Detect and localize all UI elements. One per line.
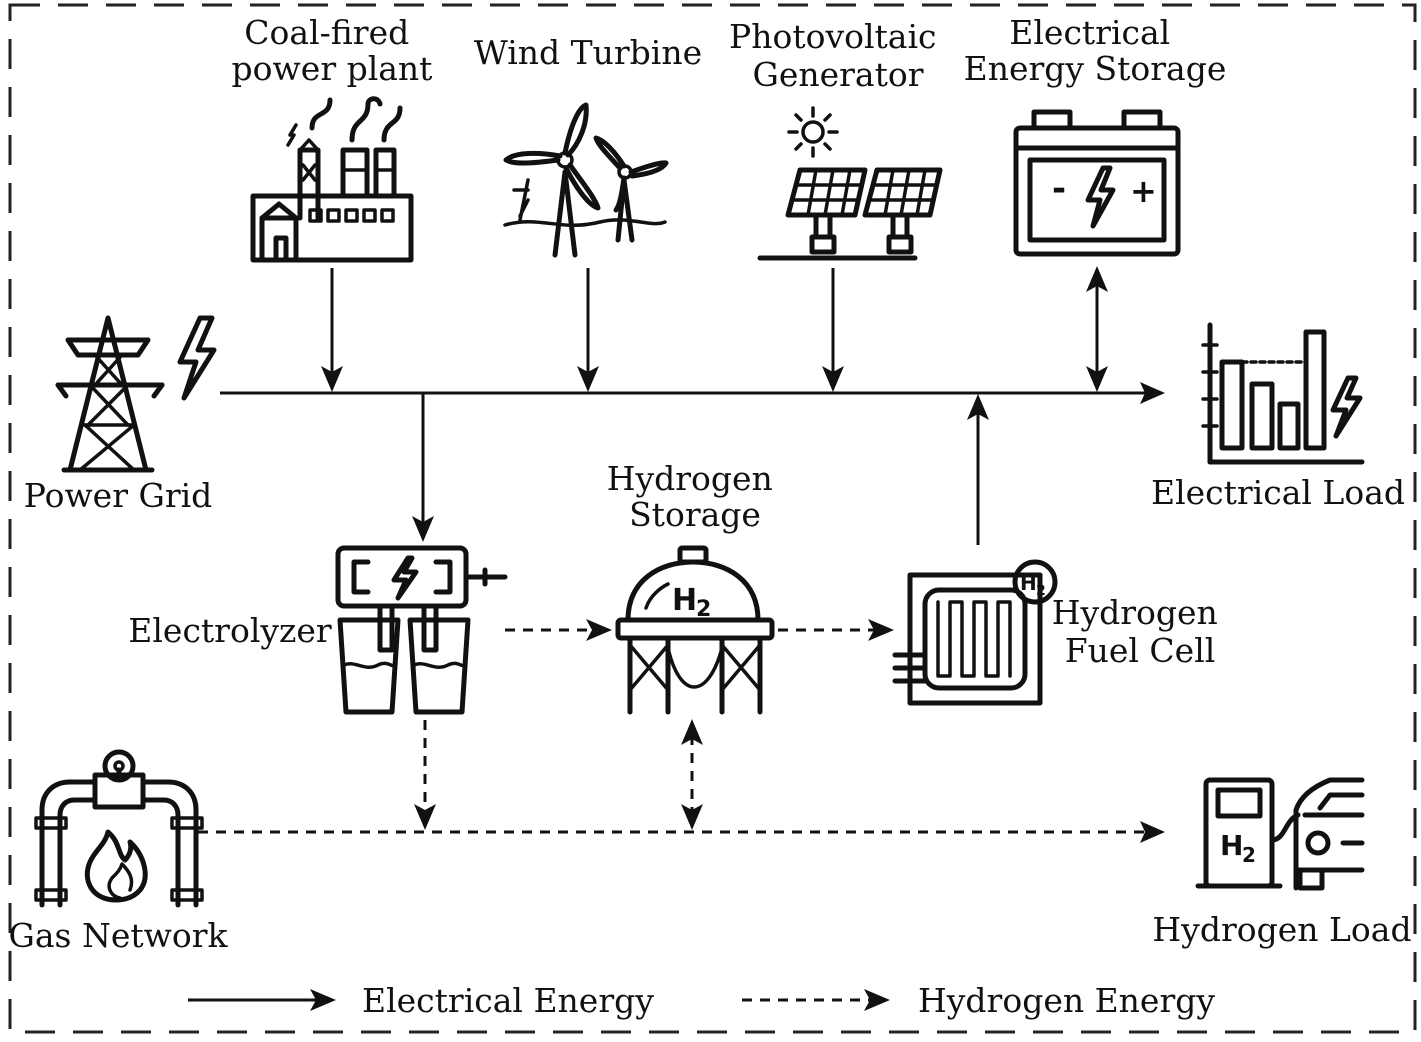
electrical-bus	[220, 382, 1165, 404]
arrow-h2storage-h2line-bidirectional	[681, 719, 703, 830]
arrow-wind-to-bus	[577, 268, 599, 392]
transmission-tower-icon	[55, 315, 217, 473]
legend-hydrogen-label: Hydrogen Energy	[918, 981, 1215, 1020]
label-electrolyzer: Electrolyzer	[128, 611, 332, 650]
legend: Electrical Energy Hydrogen Energy	[188, 981, 1215, 1020]
svg-text:H: H	[1020, 571, 1037, 595]
fuel-cell-icon: H 2	[892, 559, 1058, 706]
label-pv-generator: Photovoltaic Generator	[729, 17, 947, 94]
svg-text:-: -	[1052, 169, 1066, 209]
label-hydrogen-storage: Hydrogen Storage	[607, 459, 784, 534]
label-hydrogen-load: Hydrogen Load	[1152, 910, 1411, 949]
arrow-fuelcell-to-bus	[967, 394, 989, 545]
hydrogen-line	[198, 821, 1165, 843]
legend-hydrogen-arrow	[742, 989, 890, 1011]
coal-plant-icon	[250, 96, 414, 263]
label-coal-plant: Coal-fired power plant	[232, 13, 433, 88]
arrow-pv-to-bus	[822, 268, 844, 392]
arrow-coal-to-bus	[321, 268, 343, 392]
label-wind-turbine: Wind Turbine	[474, 33, 702, 72]
battery-icon: - +	[1013, 109, 1181, 257]
arrow-storage-bus-bidirectional	[1086, 266, 1108, 392]
svg-text:2: 2	[1036, 583, 1046, 599]
arrow-h2storage-to-fuelcell	[778, 619, 894, 641]
label-electrical-load: Electrical Load	[1151, 473, 1405, 512]
svg-text:H: H	[672, 583, 697, 618]
label-fuel-cell: Hydrogen Fuel Cell	[1052, 593, 1229, 670]
hydrogen-tank-icon: H 2	[615, 545, 775, 715]
svg-text:H: H	[1220, 829, 1243, 862]
svg-text:2: 2	[1242, 843, 1256, 867]
hydrogen-pump-icon: H 2	[1195, 777, 1365, 891]
solar-panel-icon	[757, 106, 943, 261]
label-gas-network: Gas Network	[8, 916, 228, 955]
wind-turbine-icon	[503, 102, 669, 258]
arrow-electrolyzer-to-h2storage	[505, 619, 612, 641]
label-power-grid: Power Grid	[24, 476, 213, 515]
legend-electrical-label: Electrical Energy	[362, 981, 654, 1020]
svg-text:2: 2	[696, 597, 711, 622]
diagram-frame	[8, 3, 1417, 1034]
gas-pipe-icon	[34, 749, 204, 908]
arrow-electrolyzer-to-h2line	[414, 720, 436, 830]
arrow-bus-to-electrolyzer	[412, 393, 434, 542]
legend-electrical-arrow	[188, 989, 336, 1011]
electrolyzer-icon	[335, 545, 508, 715]
svg-text:+: +	[1130, 172, 1157, 210]
bar-chart-icon	[1201, 322, 1365, 465]
label-energy-storage: Electrical Energy Storage	[964, 13, 1227, 88]
